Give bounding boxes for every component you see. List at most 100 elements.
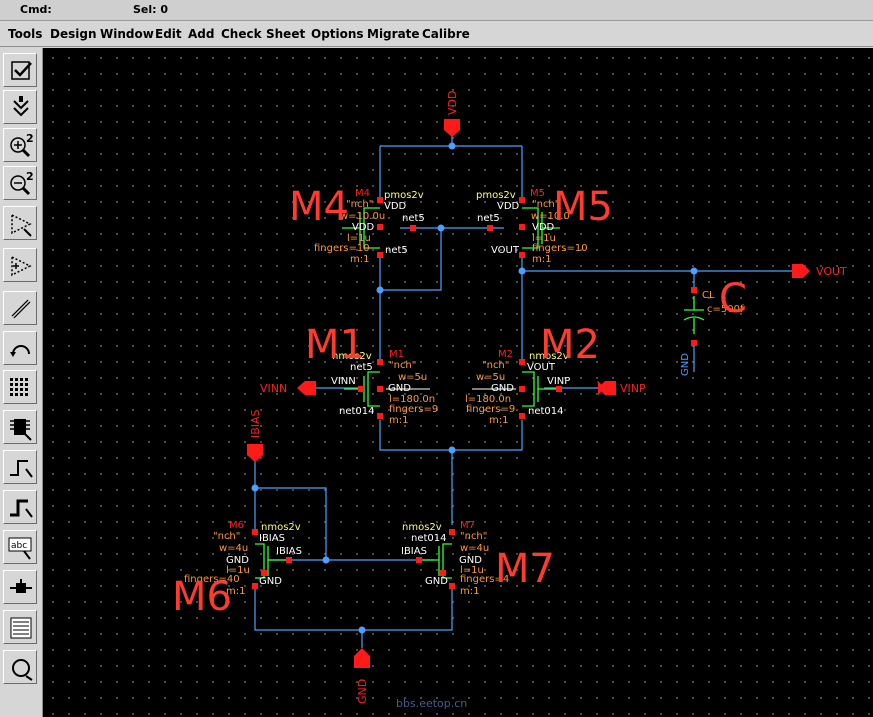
- m6-term-bottom: GND: [259, 576, 282, 587]
- redraw-icon: [12, 659, 33, 681]
- properties-icon: [10, 617, 32, 639]
- m5-term-bottom: VOUT: [491, 245, 520, 256]
- menu-add[interactable]: Add: [188, 27, 215, 41]
- menu-migrate[interactable]: Migrate: [367, 27, 420, 41]
- schematic-drawing: VDD VOUT VINN VINP IBIAS GND GND M4 pmos…: [172, 91, 847, 710]
- redraw-button[interactable]: [3, 650, 37, 684]
- vout-label: VOUT: [816, 265, 847, 278]
- device-m6[interactable]: M6 nmos2v "nch" IBIAS w=4u IBIAS GND l=1…: [172, 520, 302, 620]
- m4-term-left: VDD: [352, 222, 375, 233]
- copy-icon: [11, 255, 32, 277]
- zoom-in-factor: 2: [26, 132, 34, 145]
- properties-button[interactable]: [3, 610, 37, 644]
- m2-term-bulk: GND: [491, 383, 514, 394]
- gnd-pin[interactable]: [354, 648, 370, 668]
- m6-big-label: M6: [172, 574, 232, 620]
- label-tool-text: abc: [11, 541, 27, 551]
- zoom-in-button[interactable]: 2: [3, 128, 37, 162]
- m6-term-gate: IBIAS: [276, 546, 302, 557]
- wire-draw-icon: [10, 460, 33, 478]
- stretch-button[interactable]: [3, 206, 37, 240]
- junction-dots: [251, 142, 698, 634]
- menu-edit[interactable]: Edit: [155, 27, 182, 41]
- menu-calibre[interactable]: Calibre: [422, 27, 470, 41]
- m1-big-label: M1: [305, 322, 365, 368]
- m5-term-top: VDD: [497, 201, 520, 212]
- m6-length: l=1u: [226, 565, 250, 576]
- m1-length: l=180.0n: [389, 394, 435, 405]
- instance-button[interactable]: [3, 370, 37, 404]
- zoom-out-button[interactable]: 2: [3, 166, 37, 200]
- cl-value: c=500f: [707, 304, 744, 315]
- vinn-pin[interactable]: [297, 381, 316, 395]
- check-save-button[interactable]: [3, 53, 37, 87]
- m5-term-right: VDD: [532, 222, 555, 233]
- m5-model: "nch": [532, 199, 559, 210]
- device-m7[interactable]: nmos2v M7 net014 "nch" IBIAS w=4u GND l=…: [401, 520, 555, 597]
- wide-wire-icon: [10, 499, 33, 518]
- m4-width: w=10.0u: [340, 211, 385, 222]
- wire-draw-button[interactable]: [3, 450, 37, 484]
- m6-term-bulk: GND: [226, 555, 249, 566]
- m1-fingers: fingers=9: [389, 404, 438, 415]
- m2-width: w=5u: [476, 372, 505, 383]
- m7-term-top: net014: [411, 533, 447, 544]
- wire-button[interactable]: [3, 291, 37, 325]
- pin-shapes: [247, 119, 810, 668]
- m7-big-label: M7: [495, 546, 555, 592]
- m2-model: "nch": [482, 360, 509, 371]
- left-toolbar: 2 2 abc: [0, 48, 43, 717]
- menu-check[interactable]: Check: [221, 27, 262, 41]
- m7-term-gate: IBIAS: [401, 546, 427, 557]
- m6-multiplier: m:1: [226, 586, 245, 597]
- ibias-label: IBIAS: [249, 409, 262, 438]
- menu-window[interactable]: Window: [100, 27, 154, 41]
- m4-length: l=1u: [347, 233, 371, 244]
- gnd-label: GND: [356, 679, 369, 704]
- m5-instance: M5: [530, 188, 545, 199]
- status-bar: Cmd: Sel: 0: [0, 0, 873, 21]
- m4-fingers: fingers=10: [314, 243, 370, 254]
- m2-fingers: fingers=9: [466, 404, 515, 415]
- m5-length: l=1u: [532, 233, 556, 244]
- vinp-pin[interactable]: [598, 381, 616, 395]
- device-m5[interactable]: pmos2v M5 VDD "nch" net5 w=10.0 VDD l=1u…: [476, 184, 613, 265]
- m7-instance: M7: [460, 520, 475, 531]
- copy-button[interactable]: [3, 248, 37, 282]
- m2-term-bottom: net014: [528, 406, 564, 417]
- m2-multiplier: m:1: [489, 415, 508, 426]
- m1-model: "nch": [389, 360, 416, 371]
- cl-instance: CL: [702, 290, 715, 301]
- m2-instance: M2: [498, 349, 513, 360]
- m1-term-bottom: net014: [339, 406, 375, 417]
- m7-width: w=4u: [460, 543, 489, 554]
- ibias-pin[interactable]: [247, 444, 263, 462]
- device-m2[interactable]: M2 nmos2v "nch" VOUT w=5u VINP GND l=180…: [465, 322, 600, 426]
- vinn-label: VINN: [260, 382, 287, 395]
- undo-button[interactable]: [3, 331, 37, 365]
- save-button[interactable]: [3, 90, 37, 124]
- menu-options[interactable]: Options: [311, 27, 364, 41]
- label-button[interactable]: abc: [3, 530, 37, 564]
- m5-big-label: M5: [553, 184, 613, 230]
- vinp-label: VINP: [620, 382, 646, 395]
- device-m1[interactable]: nmos2v M1 net5 "nch" VINN w=5u GND l=180…: [305, 322, 438, 426]
- cmd-label: Cmd:: [20, 3, 52, 16]
- vout-pin[interactable]: [792, 264, 810, 278]
- vdd-pin[interactable]: [444, 119, 460, 137]
- wire-icon: [11, 299, 31, 319]
- menu-design[interactable]: Design: [50, 27, 97, 41]
- save-icon: [13, 96, 29, 117]
- delete-button[interactable]: [3, 570, 37, 604]
- menu-tools[interactable]: Tools: [8, 27, 43, 41]
- schematic-canvas[interactable]: VDD VOUT VINN VINP IBIAS GND GND M4 pmos…: [43, 48, 873, 717]
- m6-instance: M6: [229, 520, 244, 531]
- menu-sheet[interactable]: Sheet: [266, 27, 306, 41]
- pin-button[interactable]: [3, 410, 37, 444]
- device-m4[interactable]: M4 pmos2v "nch" VDD w=10.0u net5 VDD l=1…: [289, 184, 425, 265]
- wide-wire-button[interactable]: [3, 490, 37, 524]
- m6-fingers: fingers=40: [184, 574, 240, 585]
- m4-big-label: M4: [289, 184, 349, 230]
- m1-width: w=5u: [398, 372, 427, 383]
- device-cl[interactable]: CL c=500f C: [702, 276, 747, 322]
